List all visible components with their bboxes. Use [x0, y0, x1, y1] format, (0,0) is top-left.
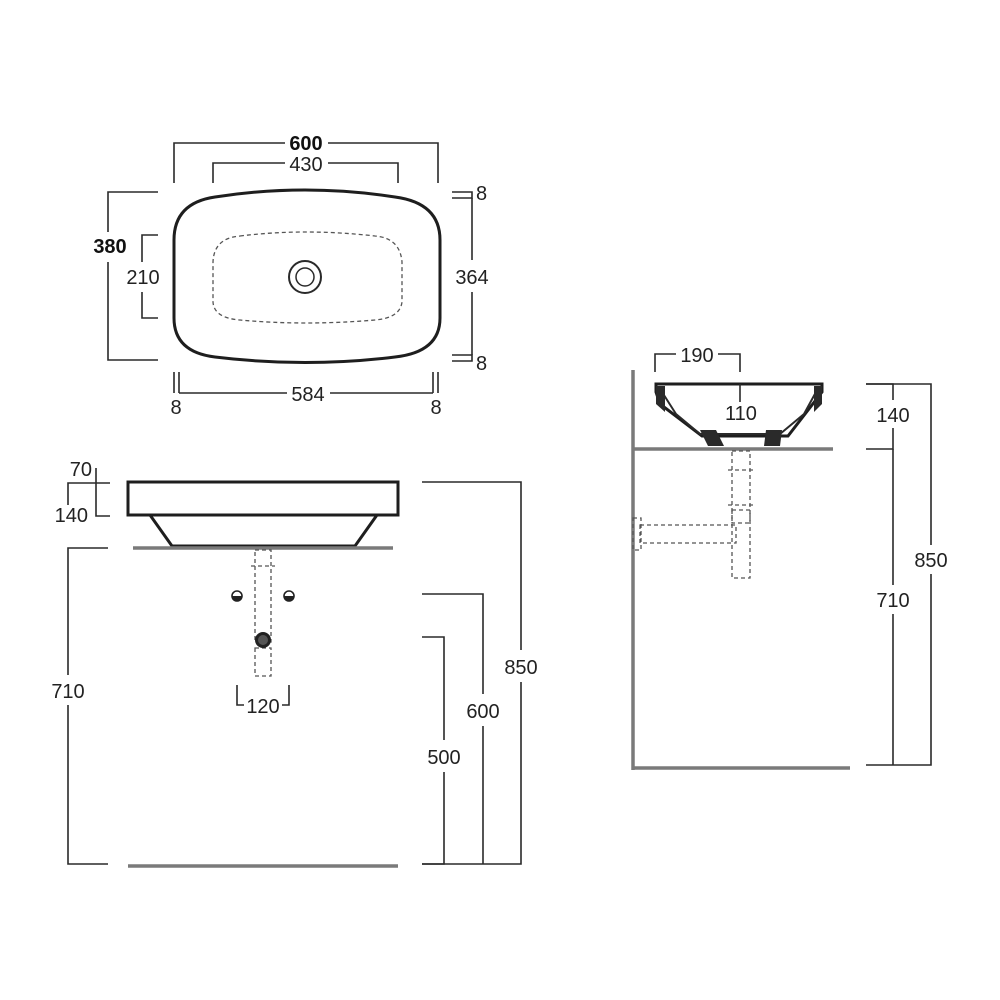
dim-140-side-line — [866, 383, 894, 400]
front-view: 120 70 140 710 500 600 850 — [51, 459, 538, 868]
dim-190-label: 190 — [680, 345, 713, 367]
side-trap-horizontal — [639, 524, 737, 544]
dim-710-line-b — [67, 705, 108, 865]
dim-850-side-line-b — [866, 574, 932, 766]
dim-140-label: 140 — [55, 505, 88, 527]
front-waste-lower — [254, 647, 272, 677]
front-valve-right-fill — [284, 596, 294, 601]
side-basin-inner — [661, 391, 817, 435]
dim-120-label: 120 — [246, 696, 279, 718]
dim-600-front-label: 600 — [466, 701, 499, 723]
dim-190-line-r — [718, 353, 741, 372]
dim-430-line — [212, 162, 285, 183]
dim-430-label: 430 — [289, 154, 322, 176]
dim-710-line — [67, 547, 108, 675]
dim-430-line-r — [328, 162, 399, 183]
dim-140-side-line-b — [866, 428, 894, 450]
side-basin-foot-left — [700, 430, 724, 446]
dim-850-side-label: 850 — [914, 550, 947, 572]
dim-380-line — [107, 191, 158, 232]
dim-8-top-label: 8 — [476, 183, 487, 205]
dim-210-label: 210 — [126, 267, 159, 289]
dim-70-label: 70 — [70, 459, 92, 481]
front-waste-pipe — [254, 549, 272, 643]
dim-584-label: 584 — [291, 384, 324, 406]
dim-8-bottom-label: 8 — [476, 353, 487, 375]
top-view-bowl-dashed — [212, 231, 403, 324]
side-basin-foot-right — [764, 430, 782, 446]
dim-500-label: 500 — [427, 747, 460, 769]
dim-190-line — [654, 353, 676, 372]
dim-380-line-b — [107, 262, 158, 361]
dim-8-left-label: 8 — [170, 397, 181, 419]
side-waste-vertical — [731, 450, 751, 524]
dim-210-line — [141, 234, 158, 262]
dim-8-right-label: 8 — [430, 397, 441, 419]
top-view-basin-outline — [172, 188, 442, 364]
top-view-drain-inner — [295, 267, 315, 287]
dim-600-line-r — [328, 142, 439, 183]
dim-500-line — [422, 636, 445, 740]
dim-500-line-b — [422, 772, 445, 865]
dim-600-line — [173, 142, 285, 183]
dim-850-side-line — [866, 383, 932, 545]
front-waste-outlet-ring — [258, 635, 268, 645]
side-view: 190 110 140 850 710 — [631, 345, 948, 770]
front-basin-bowl — [148, 514, 379, 548]
dim-850-front-line — [422, 481, 522, 650]
dim-120-line-r — [282, 685, 290, 706]
top-view: 600 430 380 210 8 364 8 584 8 8 — [93, 133, 488, 419]
front-valve-left-fill — [232, 596, 242, 601]
side-basin-wall-left — [656, 386, 665, 412]
dim-110-label: 110 — [725, 403, 757, 425]
dim-120-line — [236, 685, 244, 706]
dim-850-front-line-b — [422, 682, 522, 865]
dim-8-top-line — [452, 191, 473, 199]
dim-210-line-b — [141, 292, 158, 319]
dim-140-side-label: 140 — [876, 405, 909, 427]
dim-850-front-label: 850 — [504, 657, 537, 679]
front-basin-rim — [126, 480, 400, 517]
dim-600-front-line — [422, 593, 484, 694]
side-trap-drop — [731, 509, 751, 579]
dim-710-side-label: 710 — [876, 590, 909, 612]
side-trap-wall-flange — [632, 517, 642, 551]
dim-380-label: 380 — [93, 236, 126, 258]
dim-8-bottom-line — [452, 354, 473, 362]
top-view-drain-outer — [288, 260, 322, 294]
dim-70-line — [95, 468, 110, 517]
dim-710-label: 710 — [51, 681, 84, 703]
dim-364-label: 364 — [455, 267, 488, 289]
dim-140-line — [67, 482, 110, 505]
dim-600-label: 600 — [289, 133, 322, 155]
side-basin-wall-right — [814, 386, 822, 412]
